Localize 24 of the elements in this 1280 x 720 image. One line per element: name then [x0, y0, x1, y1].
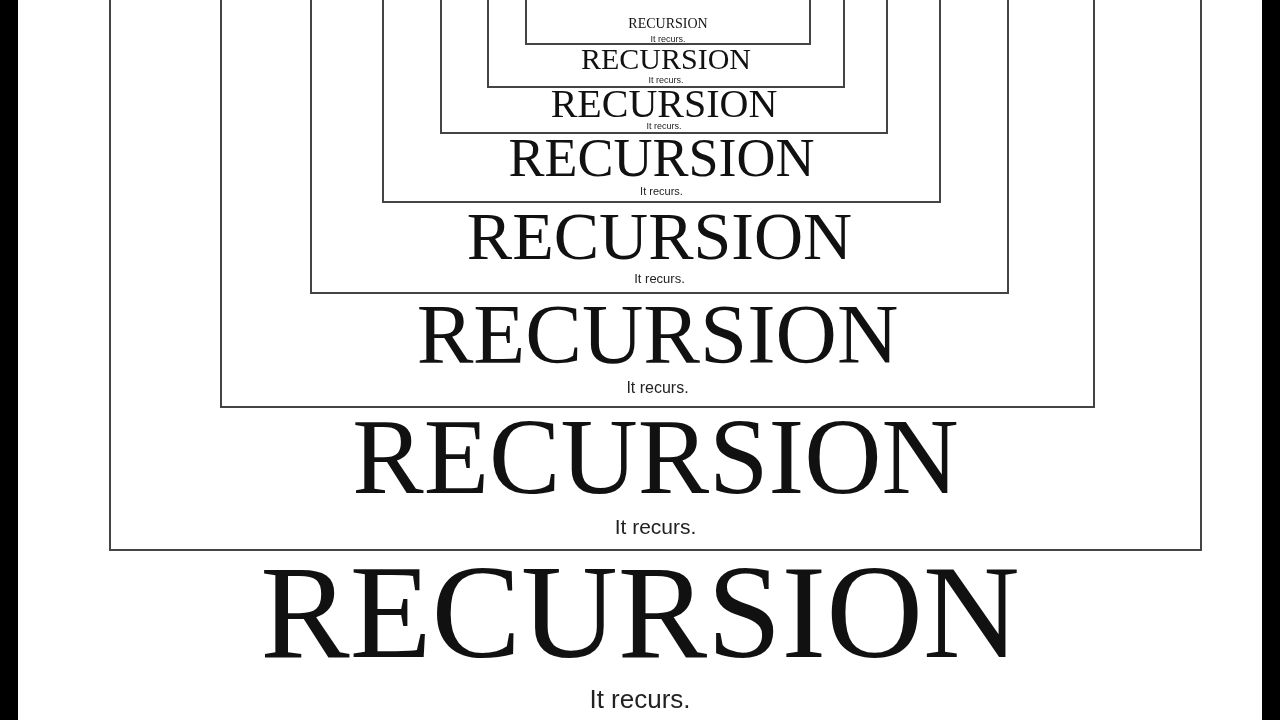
title-text: RECURSION: [352, 403, 959, 511]
subtitle-text: It recurs.: [614, 515, 697, 537]
frame-box: [382, 0, 941, 203]
poster-panel: [18, 0, 1262, 720]
subtitle-text: It recurs.: [640, 185, 683, 197]
title-text: RECURSION: [260, 545, 1020, 679]
title-text: RECURSION: [628, 17, 708, 31]
title-text: RECURSION: [466, 202, 853, 270]
subtitle-text: It recurs.: [634, 271, 685, 285]
title-text: RECURSION: [508, 131, 815, 185]
frame-box: [220, 0, 1095, 408]
frame-box: [109, 0, 1202, 551]
frame-box: [440, 0, 888, 134]
subtitle-text: It recurs.: [650, 34, 686, 44]
frame-box: [487, 0, 845, 88]
subtitle-text: It recurs.: [626, 380, 689, 396]
frame-box: [525, 0, 811, 45]
title-text: RECURSION: [581, 44, 751, 74]
frame-box: [310, 0, 1009, 294]
subtitle-text: It recurs.: [648, 75, 684, 85]
title-text: RECURSION: [416, 291, 899, 377]
subtitle-text: It recurs.: [646, 121, 682, 131]
subtitle-text: It recurs.: [589, 686, 691, 712]
title-text: RECURSION: [550, 84, 778, 124]
